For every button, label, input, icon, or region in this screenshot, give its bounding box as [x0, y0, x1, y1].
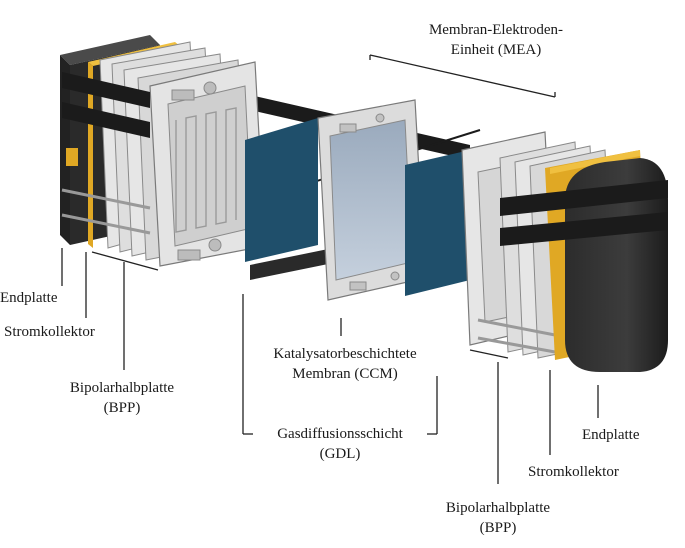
right-endplate [565, 158, 668, 372]
left-clamp-straps [61, 72, 151, 235]
label-gdl-line2: (GDL) [319, 446, 361, 462]
label-bpp-right-line1: Bipolarhalbplatte [445, 500, 551, 516]
label-ccm: Katalysatorbeschichtete Membran (CCM) [250, 344, 440, 384]
label-mea-line2: Einheit (MEA) [450, 42, 542, 58]
right-gdl [405, 150, 470, 296]
label-gdl-line1: Gasdiffusionsschicht [277, 426, 403, 442]
label-stromkollektor-left: Stromkollektor [4, 324, 95, 340]
left-gdl [245, 118, 318, 262]
right-clamp-straps [500, 180, 668, 246]
label-bpp-left-line2: (BPP) [103, 400, 141, 416]
label-bpp-left-line1: Bipolarhalbplatte [69, 380, 175, 396]
label-ccm-line1: Katalysatorbeschichtete [273, 346, 417, 362]
label-endplatte-right: Endplatte [582, 427, 640, 443]
label-bpp-right-line2: (BPP) [479, 520, 517, 536]
label-endplatte-left: Endplatte [0, 290, 58, 306]
label-stromkollektor-right: Stromkollektor [528, 464, 619, 480]
label-gdl: Gasdiffusionsschicht (GDL) [255, 424, 425, 464]
label-ccm-line2: Membran (CCM) [292, 366, 398, 382]
label-bpp-right: Bipolarhalbplatte (BPP) [428, 498, 568, 538]
leader-lines [61, 54, 599, 484]
label-mea-line1: Membran-Elektroden- [428, 22, 564, 38]
left-bipolar-plates [99, 41, 266, 267]
label-mea: Membran-Elektroden- Einheit (MEA) [408, 20, 584, 60]
label-bpp-left: Bipolarhalbplatte (BPP) [52, 378, 192, 418]
ccm-membrane [317, 99, 426, 301]
